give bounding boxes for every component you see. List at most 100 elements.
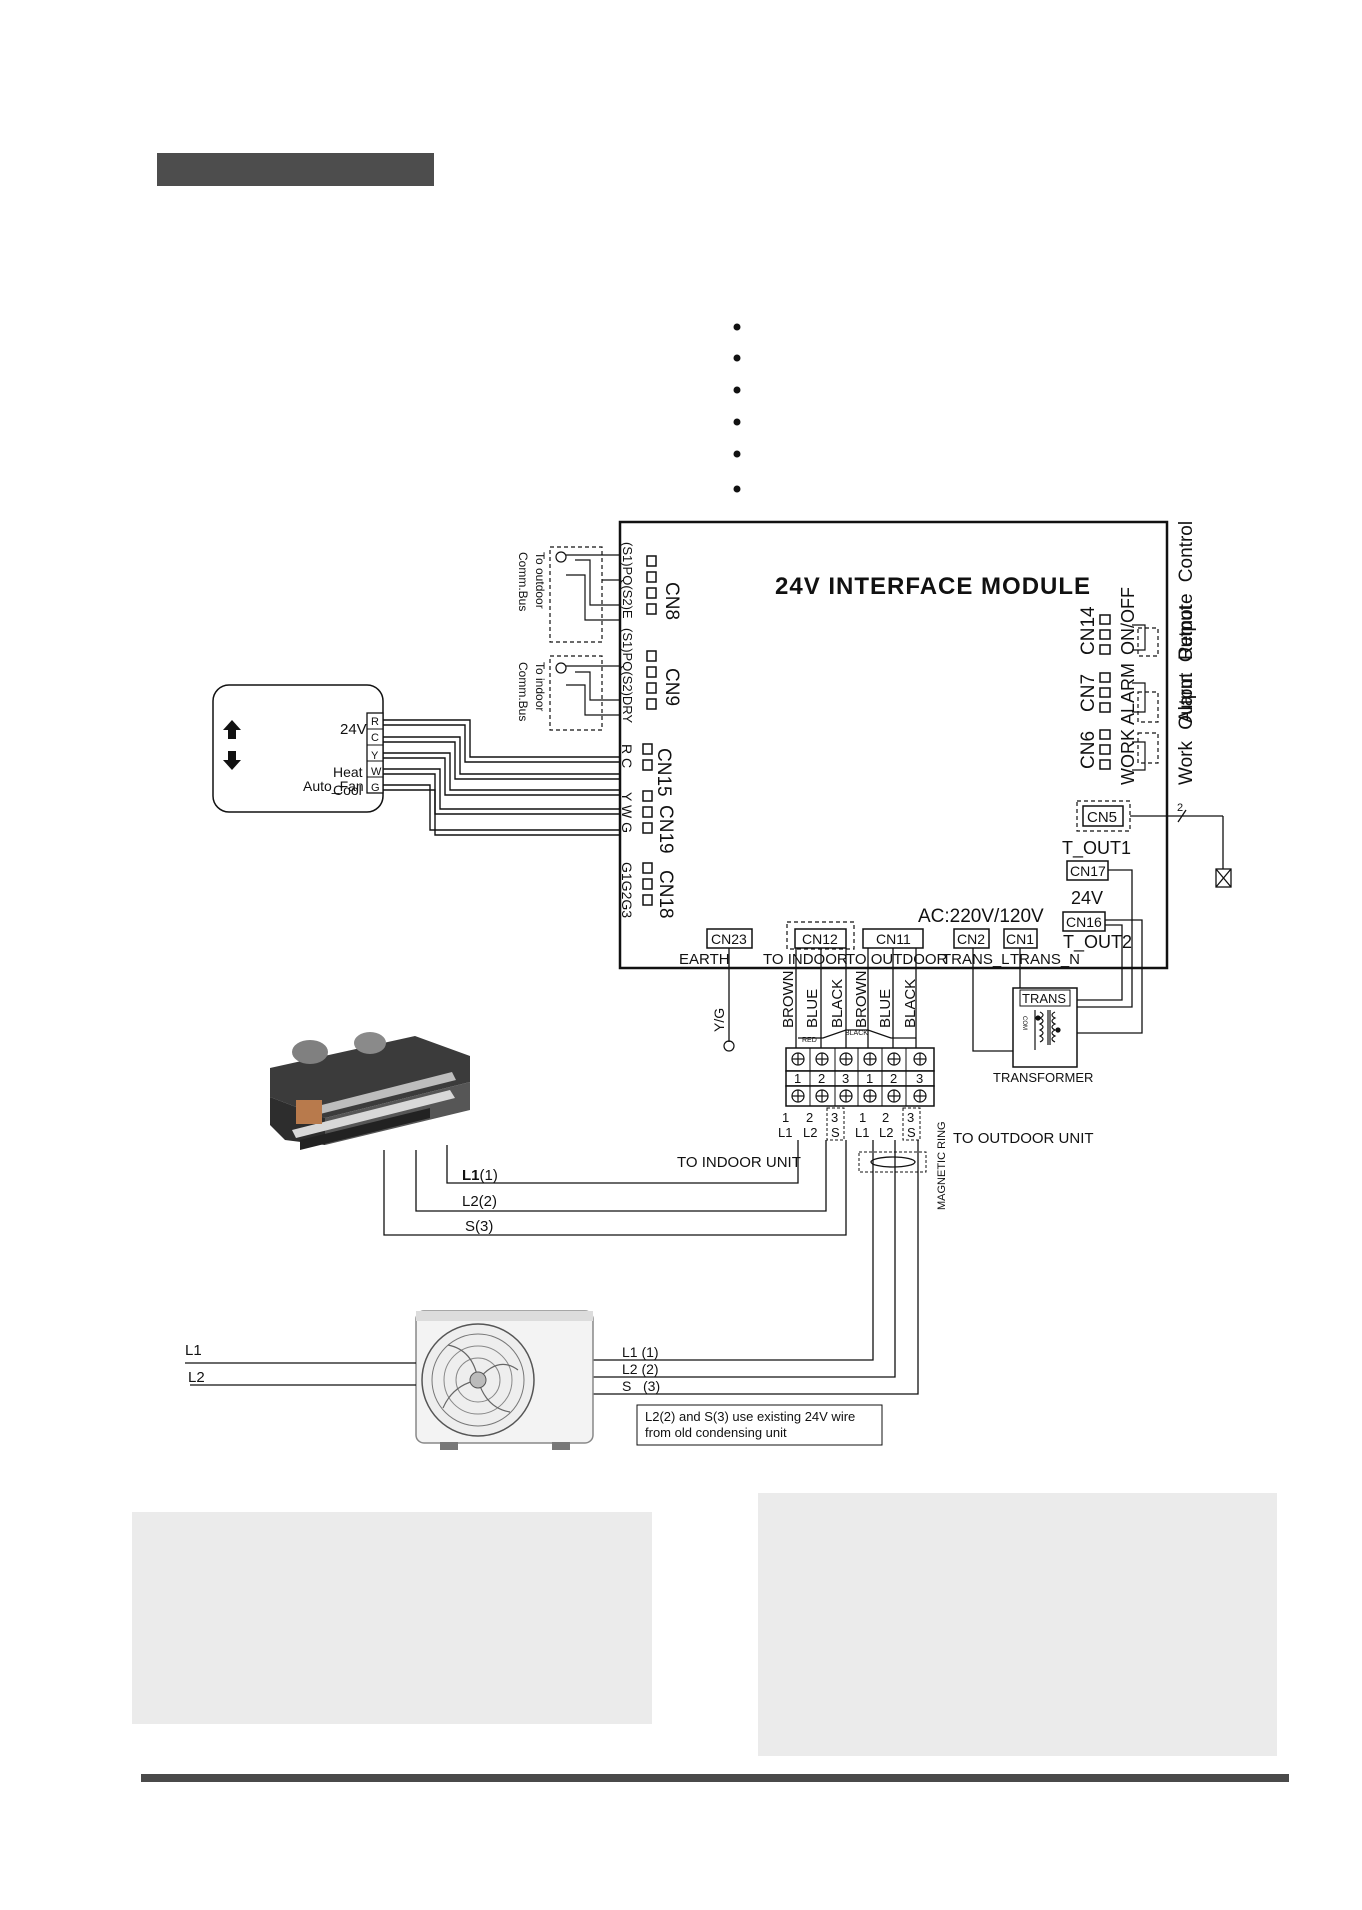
wire-color-labels: BROWN BLUE BLACK BROWN BLUE BLACK RED BL… [780,971,919,1045]
cn6-terminal-icon [1099,729,1111,770]
cn5-label: CN5 [1087,809,1117,826]
outdoor-comm-bus: To outdoor Comm.Bus [516,546,620,643]
cn9-pin-label: (S1)PQ(S2)DRY [620,628,635,723]
wire-black-small: BLACK [845,1030,868,1037]
outdoor-comm-label-1: To outdoor [533,552,547,609]
indoor-comm-label-2: Comm.Bus [516,662,530,721]
cn5-wire-slash [1177,809,1187,823]
l1-1-label: L1(1) [462,1167,498,1184]
bullet [733,323,741,331]
cn14-pin-label: ON/OFF [1118,587,1138,655]
out-s-label: S (3) [622,1378,660,1394]
right-info-panel [758,1493,1277,1756]
term-bottom-name: L2 [803,1125,817,1140]
power-lines [185,1362,416,1386]
module-title: 24V INTERFACE MODULE [775,573,1091,600]
trans-n-label: TRANS_N [1010,951,1080,968]
cn16-24v-label: 24V [1071,888,1103,908]
thermostat-autofan-label: Auto_Fan [303,778,364,794]
bullet [733,485,741,493]
cn1-label: CN1 [1006,931,1034,947]
alarm-output-label: Alarm Output [1176,604,1197,723]
wire-red-small: RED [802,1037,817,1044]
cn15-terminal-icon [642,743,653,771]
cn8-terminal-icon [646,555,657,615]
terminal-numbers: 1 2 3 1 2 3 [794,1071,923,1086]
cn15-pin-label: R C [619,744,635,768]
out-l2-label: L2 (2) [622,1361,659,1377]
ground-icon [555,551,567,563]
term-bottom-name: L1 [778,1125,792,1140]
cn2-box [953,928,990,949]
terminal-number: 3 [842,1071,849,1086]
transformer-coil-icon [1034,1010,1061,1050]
cn6-label: CN6 [1078,731,1099,769]
module-to-terminal-wires [795,948,917,1048]
cn2-label: CN2 [957,931,985,947]
terminal-bottom-labels: 1 L1 2 L2 3 S 1 L1 2 L2 3 S [778,1107,921,1141]
to-indoor-label: TO INDOOR [763,951,848,968]
indoor-comm-dashed-box [549,655,603,731]
transformer-box-label: TRANS [1022,991,1066,1006]
indoor-comm-bus: To indoor Comm.Bus [516,655,620,731]
sensor-icon [1215,868,1232,888]
terminal-number: 2 [818,1071,825,1086]
term-bottom-num: 1 [859,1110,866,1125]
section-header-bar [157,153,434,186]
cn9-label: CN9 [661,668,682,706]
terminal-r: R [371,716,379,728]
power-l2-label: L2 [188,1369,205,1386]
transformer-caption: TRANSFORMER [993,1070,1093,1085]
thermostat-cool-label: Cool [333,782,362,798]
terminal-block-mid [785,1070,935,1087]
wire-note-line1: L2(2) and S(3) use existing 24V wire [645,1409,855,1424]
cn8-label: CN8 [661,582,682,620]
cn11-label: CN11 [876,931,911,947]
cn16-box [1062,911,1106,932]
cn15-label: CN15 [653,748,674,797]
bullet [733,418,741,426]
yg-label: Y/G [711,1008,727,1032]
term-bottom-name: S [831,1125,840,1140]
outdoor-condenser-image [415,1310,594,1450]
indoor-unit-wires [383,1140,847,1236]
s-3-label: S(3) [465,1218,493,1235]
term-bottom-num: 3 [907,1110,914,1125]
t-out2-label: T_OUT2 [1063,932,1132,953]
term-bottom-name: L2 [879,1125,893,1140]
term-bottom-num: 3 [831,1110,838,1125]
terminal-w: W [371,766,382,778]
cn7-terminal-icon [1099,672,1111,713]
cn7-label: CN7 [1078,674,1099,712]
wire-brown-2: BROWN [853,971,870,1029]
cn16-wire-b [1077,924,1123,1001]
transformer-com-label: COM [1021,1016,1027,1030]
terminal-block-top [785,1047,935,1072]
right-connector-group: CN14 ON/OFF CN7 ALARM CN6 WORK Remote Co… [1078,521,1197,785]
thermostat-arrow-up-icon [223,720,241,739]
cn19-label: CN19 [655,805,676,854]
thermostat-arrow-down-icon [223,751,241,770]
thermostat-heat-label: Heat [333,764,363,780]
cn23-label: CN23 [711,931,747,947]
terminal-number: 3 [916,1071,923,1086]
to-indoor-unit-label: TO INDOOR UNIT [677,1154,801,1171]
left-info-panel [132,1512,652,1724]
wire-black-1: BLACK [829,979,846,1028]
cn19-terminal-icon [642,790,653,834]
wire-note-box [636,1404,883,1446]
output-relay-boxes [1137,627,1159,764]
terminal-block-bottom [785,1085,935,1107]
terminal-c: C [371,732,379,744]
indoor-comm-label-1: To indoor [533,662,547,711]
l1-bold: L1 [462,1167,480,1184]
earth-ground-icon [723,1040,735,1052]
bullet [733,450,741,458]
s-terminal-dashed-box [902,1107,921,1141]
wire-blue-1: BLUE [804,989,821,1028]
remote-control-label: Remote Control [1176,521,1197,660]
cn16-label: CN16 [1066,914,1102,930]
left-connector-group: CN8 (S1)PQ(S2)E CN9 (S1)PQ(S2)DRY CN15 R… [619,542,682,919]
cn9-terminal-icon [646,650,657,710]
